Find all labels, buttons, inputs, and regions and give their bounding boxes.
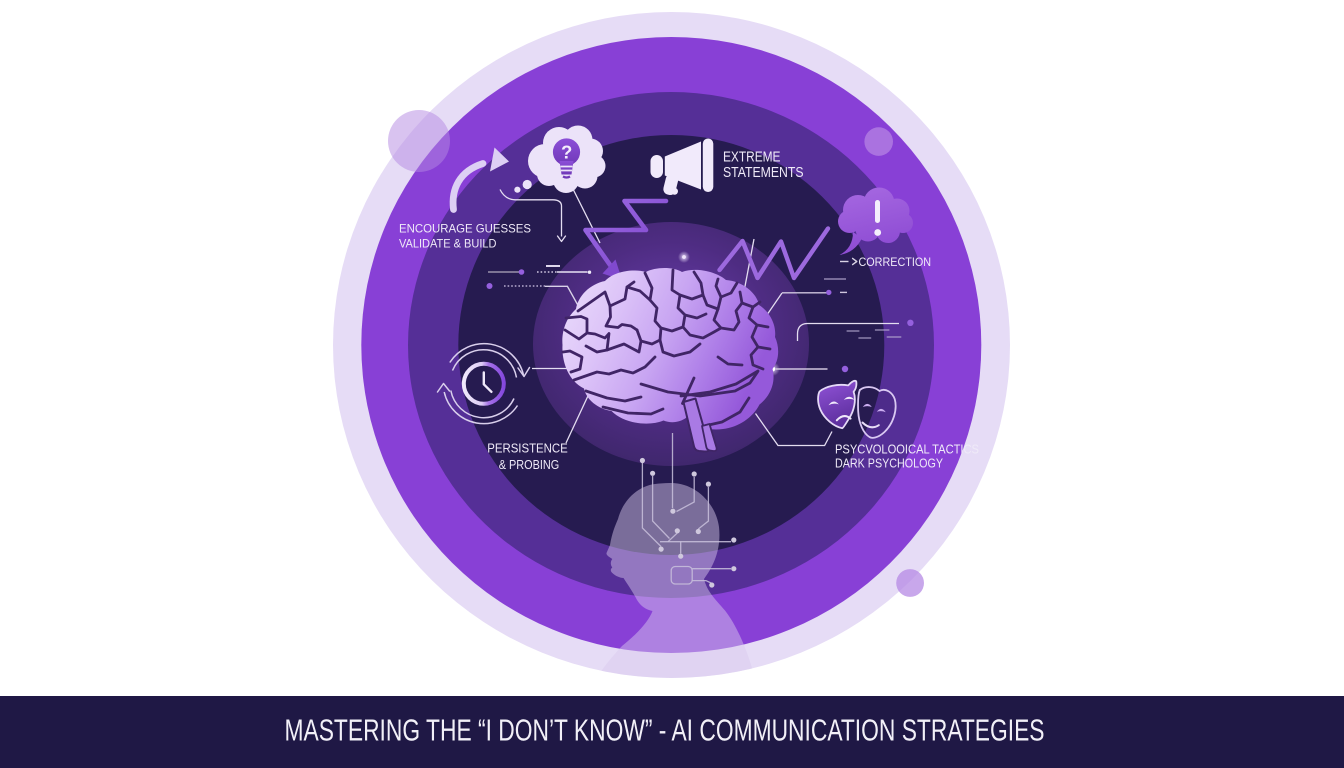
svg-text:PSYCVOLOOICAL TACTICS: PSYCVOLOOICAL TACTICS (835, 442, 979, 457)
svg-text:STATEMENTS: STATEMENTS (723, 164, 804, 181)
svg-text:?: ? (561, 142, 572, 163)
svg-text:PERSISTENCE: PERSISTENCE (487, 441, 568, 456)
svg-text:ENCOURAGE GUESSES: ENCOURAGE GUESSES (399, 222, 531, 236)
svg-text:DARK PSYCHOLOGY: DARK PSYCHOLOGY (835, 456, 943, 471)
svg-text:VALIDATE & BUILD: VALIDATE & BUILD (399, 237, 497, 251)
svg-text:EXTREME: EXTREME (723, 149, 781, 166)
svg-text:CORRECTION: CORRECTION (859, 255, 932, 269)
svg-text:& PROBING: & PROBING (499, 457, 560, 472)
svg-text:MASTERING THE “I DON’T KNOW” -: MASTERING THE “I DON’T KNOW” - AI COMMUN… (285, 713, 1045, 748)
